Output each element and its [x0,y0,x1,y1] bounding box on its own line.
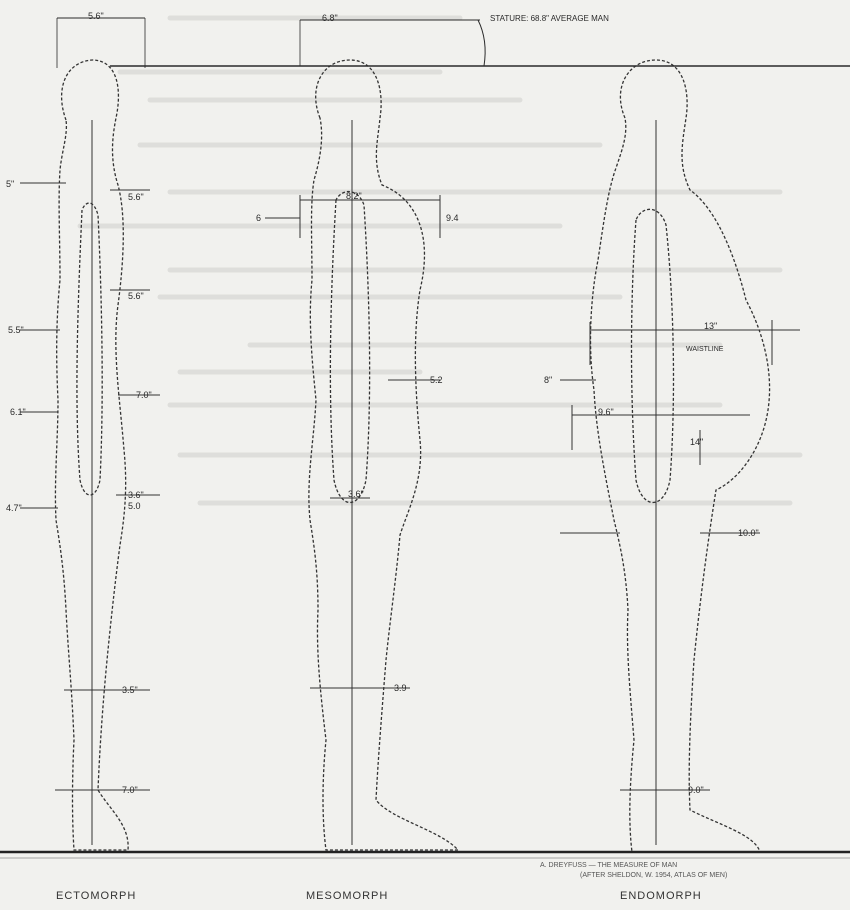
ecto-dim-label: 3.6" [128,491,144,500]
meso-dim-label: 3.6" [348,490,364,499]
ecto-dim-label: 7.0" [136,391,152,400]
endo-dim-label: 8" [544,376,552,385]
body-type-caption-endo: ENDOMORPH [620,890,702,902]
endo-dim-label: 9.6" [598,408,614,417]
meso-dim-label: 9.4 [446,214,459,223]
ecto-dim-label: 5.6" [128,292,144,301]
ecto-dim-label: 4.7" [6,504,22,513]
meso-dim-label: 5.2 [430,376,443,385]
meso-top-width-label: 6.8" [322,14,338,23]
ecto-dim-label: 5" [6,180,14,189]
endo-dim-label: 9.0" [688,786,704,795]
endo-dim-label: 14" [690,438,703,447]
credit-line-1: A. DREYFUSS — THE MEASURE OF MAN [540,862,677,870]
meso-dim-label: 3.9 [394,684,407,693]
ecto-dim-label: 5.6" [128,193,144,202]
ecto-dim-label: 6.1" [10,408,26,417]
ecto-dim-label: 5.5" [8,326,24,335]
credit-line-2: (AFTER SHELDON, W. 1954, ATLAS OF MEN) [580,872,727,880]
endomorph-dimension-lines [560,320,800,790]
meso-dim-label: 8.2" [346,192,362,201]
endo-waistline-label: WAISTLINE [686,346,723,353]
ecto-dim-label: 5.0 [128,502,141,511]
stature-note: STATURE: 68.8" AVERAGE MAN [490,15,609,23]
endo-dim-label: 10.0" [738,529,759,538]
bleed-through-text [80,18,800,503]
body-type-caption-meso: MESOMORPH [306,890,388,902]
baseline [0,852,850,858]
ecto-top-width-label: 5.6" [88,12,104,21]
top-rules [57,18,850,68]
ecto-dim-label: 3.5" [122,686,138,695]
ectomorph-dimension-lines [20,183,160,790]
ecto-dim-label: 7.0" [122,786,138,795]
endo-dim-label: 13" [704,322,717,331]
body-type-caption-ecto: ECTOMORPH [56,890,136,902]
meso-dim-label: 6 [256,214,261,223]
